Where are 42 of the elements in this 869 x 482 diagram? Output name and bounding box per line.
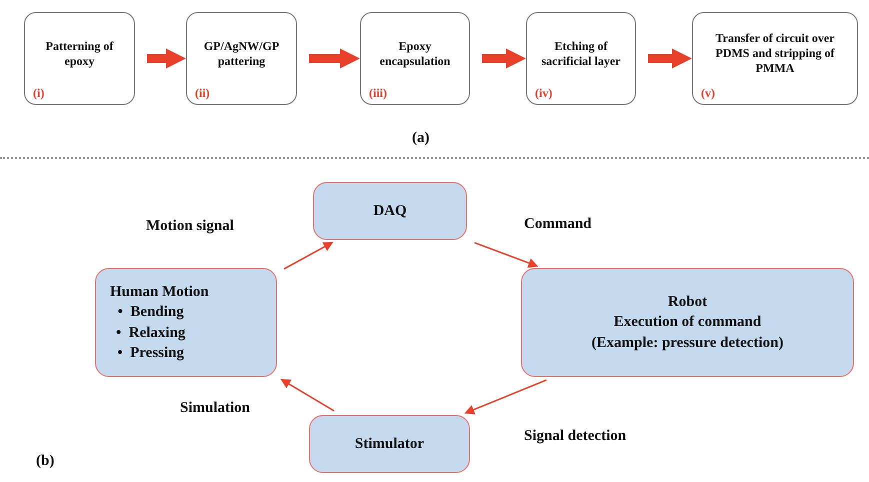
step-number: (iii) xyxy=(369,86,387,101)
process-box xyxy=(526,12,636,105)
arrow xyxy=(280,378,334,412)
arrow xyxy=(474,242,538,268)
arrow xyxy=(464,379,547,414)
arrow xyxy=(284,242,334,270)
box-heading: Human Motion xyxy=(110,283,209,302)
process-box xyxy=(24,12,135,105)
block-arrow xyxy=(147,48,186,68)
step-number: (iv) xyxy=(535,86,552,101)
box-text: Execution of command xyxy=(614,313,762,332)
process-box xyxy=(521,268,854,377)
block-arrow xyxy=(309,48,360,68)
process-box xyxy=(692,12,858,105)
step-text: Etching of sacrificial layer xyxy=(540,38,622,68)
edge-label: Command xyxy=(524,216,592,233)
step-number: (v) xyxy=(701,86,715,101)
panel-label: (b) xyxy=(36,453,54,470)
edge-label: Motion signal xyxy=(146,218,234,235)
box-text: Robot xyxy=(668,293,708,312)
box-text: (Example: pressure detection) xyxy=(592,334,784,353)
step-text: GP/AgNW/GP pattering xyxy=(202,38,280,68)
process-box xyxy=(313,182,467,240)
box-text: Stimulator xyxy=(354,434,424,454)
edge-label: Simulation xyxy=(180,400,250,417)
box-text: DAQ xyxy=(373,202,407,221)
step-text: Patterning of epoxy xyxy=(44,38,114,68)
bullet-item: • Bending xyxy=(116,303,185,322)
block-arrow xyxy=(648,48,692,68)
edge-label: Signal detection xyxy=(524,428,626,445)
process-box xyxy=(95,268,277,377)
block-arrow xyxy=(482,48,526,68)
step-text: Transfer of circuit over PDMS and stripping of PMMA xyxy=(714,31,836,76)
bullet-item: • Relaxing xyxy=(116,324,186,342)
step-text: Epoxy encapsulation xyxy=(378,38,452,68)
bullet-item: • Pressing xyxy=(116,344,186,363)
process-box xyxy=(309,415,470,473)
process-box xyxy=(186,12,297,105)
step-number: (i) xyxy=(33,86,44,101)
panel-label: (a) xyxy=(412,130,430,147)
step-number: (ii) xyxy=(195,86,210,101)
process-box xyxy=(360,12,470,105)
